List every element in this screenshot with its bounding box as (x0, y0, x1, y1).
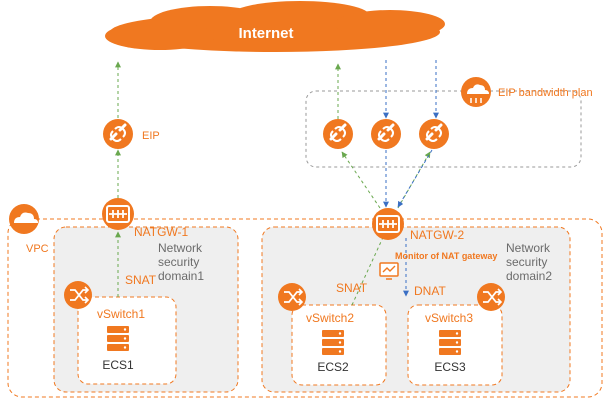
domain1-line1: Network (158, 241, 203, 255)
arrow-natgw2-to-eip-left (341, 151, 381, 209)
internet-label: Internet (238, 25, 293, 42)
ecs1-server-icon (107, 326, 129, 351)
vpc-cloud-icon (9, 204, 39, 234)
vpc-label: VPC (26, 243, 49, 255)
eip-icon-middle (371, 119, 401, 149)
dnat-label: DNAT (414, 284, 446, 298)
snat1-label: SNAT (125, 273, 157, 287)
ecs3-label: ECS3 (434, 360, 466, 374)
domain2-line3: domain2 (506, 269, 552, 283)
nat-gateway-1-icon (102, 198, 134, 230)
natgw1-label: NATGW-1 (134, 225, 189, 239)
monitor-label: Monitor of NAT gateway (395, 251, 497, 261)
vswitch1-label: vSwitch1 (97, 307, 145, 321)
arrow-natgw2-to-eip-right (397, 151, 431, 209)
natgw2-label: NATGW-2 (410, 228, 465, 242)
ecs2-server-icon (322, 330, 344, 355)
eip-bandwidth-plan-label: EIP bandwidth plan (498, 87, 593, 99)
domain1-line3: domain1 (158, 269, 204, 283)
vswitch1-icon (64, 281, 92, 309)
domain2-line1: Network (506, 241, 551, 255)
monitor-icon (379, 262, 399, 280)
eip-label: EIP (142, 130, 160, 142)
domain1-line2: security (158, 255, 199, 269)
arrow-ecs2-to-natgw2 (351, 232, 386, 306)
eip-bandwidth-plan-box (305, 90, 582, 168)
eip-icon-right (419, 119, 449, 149)
vswitch2-label: vSwitch2 (306, 311, 354, 325)
internet-cloud (105, 1, 445, 52)
ecs1-label: ECS1 (102, 358, 134, 372)
domain2-line2: security (506, 255, 547, 269)
vpc-boundary (7, 218, 603, 398)
bandwidth-plan-icon (461, 77, 491, 107)
eip-icon (103, 119, 133, 149)
vswitch3-icon (477, 283, 505, 311)
vswitch2-icon (278, 283, 306, 311)
ecs3-server-icon (439, 330, 461, 355)
arrow-eip-right-to-natgw2 (397, 149, 433, 208)
eip-icon-left (323, 119, 353, 149)
vswitch3-label: vSwitch3 (425, 311, 473, 325)
ecs2-label: ECS2 (317, 360, 349, 374)
snat2-label: SNAT (336, 281, 368, 295)
nat-gateway-2-icon (372, 208, 404, 240)
